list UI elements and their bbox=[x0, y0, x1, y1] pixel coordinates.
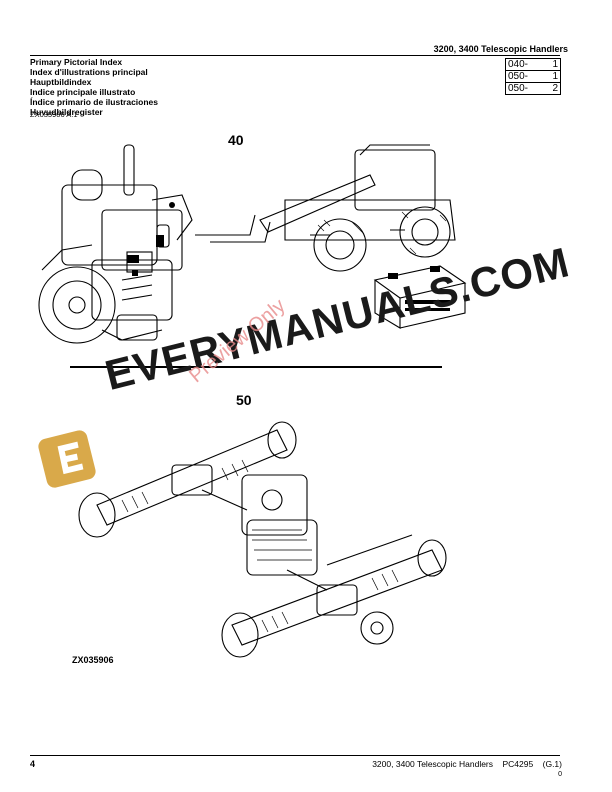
reference-code: ZX035906 A.1 bbox=[30, 110, 78, 119]
engine-illustration bbox=[38, 144, 193, 344]
page-number: 4 bbox=[30, 759, 36, 769]
drivetrain-illustration bbox=[78, 421, 447, 658]
title-swedish: Huvudbildregister bbox=[30, 107, 103, 117]
index-titles: Primary Pictorial Index Index d'illustra… bbox=[30, 57, 158, 117]
everymanuals-logo bbox=[38, 430, 96, 488]
title-french: Index d'illustrations principal bbox=[30, 67, 148, 77]
index-page: 1 bbox=[552, 71, 558, 82]
title-spanish: Índice primario de ilustraciones bbox=[30, 97, 159, 107]
header-divider bbox=[30, 55, 560, 56]
title-german: Hauptbildindex bbox=[30, 77, 92, 87]
battery-illustration bbox=[373, 265, 467, 329]
index-code: 040- bbox=[508, 59, 529, 70]
figure-id: ZX035906 bbox=[72, 655, 114, 665]
index-code: 050- bbox=[508, 71, 529, 82]
index-row: 040- 1 bbox=[506, 59, 560, 70]
index-code: 050- bbox=[508, 83, 529, 94]
title-italian: Indice principale illustrato bbox=[30, 87, 136, 97]
index-row: 050- 1 bbox=[506, 70, 560, 82]
section-divider bbox=[70, 366, 442, 368]
footer-doc-info: 3200, 3400 Telescopic Handlers PC4295 (G… bbox=[372, 759, 562, 769]
section-50-label: 50 bbox=[236, 392, 252, 408]
index-row: 050- 2 bbox=[506, 82, 560, 94]
telehandler-illustration bbox=[195, 144, 456, 272]
document-header-title: 3200, 3400 Telescopic Handlers bbox=[433, 44, 568, 54]
title-english: Primary Pictorial Index bbox=[30, 57, 123, 67]
index-page: 1 bbox=[552, 59, 558, 70]
index-page: 2 bbox=[552, 83, 558, 94]
footer-sub: 0 bbox=[558, 771, 562, 778]
index-reference-box: 040- 1 050- 1 050- 2 bbox=[505, 58, 561, 95]
footer-divider bbox=[30, 755, 560, 756]
section-40-label: 40 bbox=[228, 132, 244, 148]
